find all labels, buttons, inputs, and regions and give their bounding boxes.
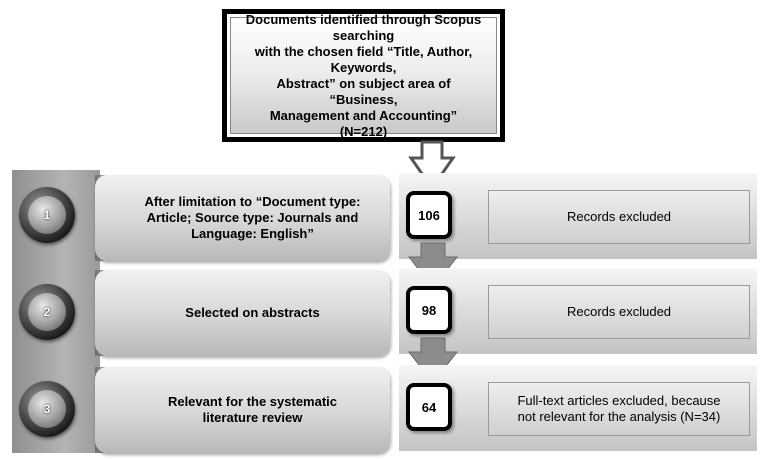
step-3-number: 3 [43,402,51,416]
step-1-line: Article; Source type: Journals and [146,210,359,225]
identification-line: with the chosen field “Title, Author, Ke… [254,43,473,75]
step-1-excluded-box: Records excluded [488,190,750,244]
step-1-number: 1 [43,208,51,222]
step-3-excluded-text: not relevant for the analysis (N=34) [517,409,721,424]
step-3-line: literature review [202,410,303,425]
step-1-count-box: 106 [406,191,452,239]
step-2-number: 2 [43,305,51,319]
identification-box: Documents identified through Scopus sear… [222,9,505,142]
step-2-count-box: 98 [406,286,452,334]
step-3-excluded-box: Full-text articles excluded, because not… [488,382,750,436]
step-3-excluded-text: Full-text articles excluded, because [517,393,721,408]
step-3-count: 64 [421,399,437,415]
step-3-line: Relevant for the systematic [167,394,338,409]
identification-count: (N=212) [339,123,388,139]
step-1-excluded-text: Records excluded [566,209,672,224]
step-1-line: Language: English” [191,226,314,241]
identification-line: Management and Accounting” [269,107,458,123]
step-2-line: Selected on abstracts [185,305,320,320]
identification-box-text: Documents identified through Scopus sear… [230,12,497,139]
identification-line: Abstract” on subject area of “Business, [276,75,451,107]
step-3-box: Relevant for the systematic literature r… [95,367,390,453]
step-2-excluded-box: Records excluded [488,285,750,339]
step-1-badge-ring: 1 [28,196,66,234]
step-1-badge: 1 [19,187,75,243]
step-1-count: 106 [418,207,440,223]
step-2-excluded-text: Records excluded [566,304,672,319]
step-3-badge: 3 [19,381,75,437]
step-3-count-box: 64 [406,383,452,431]
step-2-badge-ring: 2 [28,293,66,331]
step-3-badge-ring: 3 [28,390,66,428]
step-1-box: After limitation to “Document type: Arti… [95,175,390,261]
step-2-count: 98 [421,302,437,318]
step-2-box: Selected on abstracts [95,270,390,356]
step-1-line: After limitation to “Document type: [144,194,361,209]
step-2-badge: 2 [19,284,75,340]
identification-line: Documents identified through Scopus sear… [245,11,482,43]
